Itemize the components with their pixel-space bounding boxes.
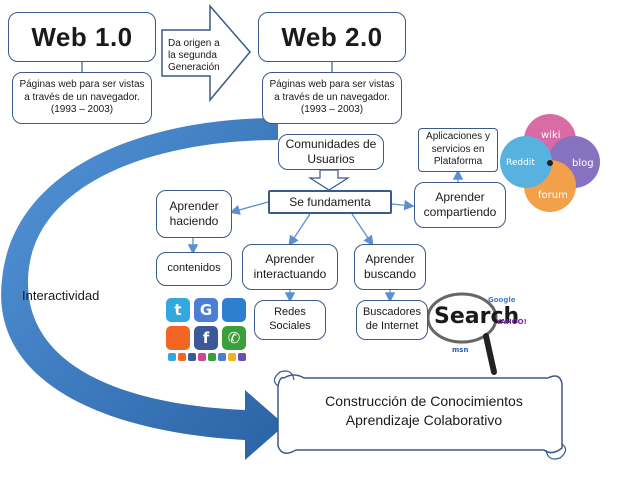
web1-title-box: Web 1.0: [8, 12, 156, 62]
venn-label-wiki: wiki: [541, 130, 561, 141]
mini-icon-1: [168, 353, 176, 361]
venn-label-blog: blog: [572, 158, 594, 169]
connector-compartiendo: [391, 200, 415, 211]
mini-icon-4: [198, 353, 206, 361]
contenidos-box: contenidos: [156, 252, 232, 286]
rss-icon: [166, 326, 190, 350]
twitter-icon: t: [166, 298, 190, 322]
down-arrow: [307, 169, 351, 191]
interactividad-arrow: [1, 118, 285, 460]
mini-icon-2: [178, 353, 186, 361]
mini-icon-6: [218, 353, 226, 361]
venn-label-reddit: Reddit: [506, 158, 535, 168]
mini-icon-7: [228, 353, 236, 361]
venn-reddit: [500, 136, 552, 188]
aprender-compartiendo-box: Aprender compartiendo: [414, 182, 506, 228]
web1-description-box: Páginas web para ser vistas a través de …: [12, 72, 152, 124]
brand-yahoo: YAHOO!: [496, 318, 527, 326]
buscadores-box: Buscadores de Internet: [356, 300, 428, 340]
web2-title-box: Web 2.0: [258, 12, 406, 62]
connector-interactuando: [288, 213, 311, 247]
search-logo-text: Search: [434, 304, 520, 329]
delicious-icon: [222, 298, 246, 322]
connector-buscando: [351, 213, 374, 247]
aplicaciones-box: Aplicaciones y servicios en Plataforma: [418, 128, 498, 172]
venn-label-forum: forum: [538, 190, 568, 201]
transition-arrow: [161, 3, 251, 103]
facebook-icon: f: [194, 326, 218, 350]
mini-icon-3: [188, 353, 196, 361]
redes-sociales-box: Redes Sociales: [254, 300, 326, 340]
magnifier-icon: [426, 292, 498, 375]
interactividad-label: Interactividad: [22, 288, 100, 303]
mini-icon-8: [238, 353, 246, 361]
mini-icon-5: [208, 353, 216, 361]
aprender-buscando-box: Aprender buscando: [354, 244, 426, 290]
resultado-line2: Aprendizaje Colaborativo: [345, 411, 503, 428]
brand-google: Google: [488, 296, 516, 304]
aprender-haciendo-box: Aprender haciendo: [156, 190, 232, 238]
connector-haciendo: [229, 201, 269, 215]
chat-icon: ✆: [222, 326, 246, 350]
resultado-line1: Construcción de Conocimientos: [325, 393, 523, 409]
resultado-text: Construcción de Conocimientos Aprendizaj…: [300, 392, 548, 430]
comunidades-box: Comunidades de Usuarios: [278, 134, 384, 170]
venn-diagram: [500, 114, 600, 212]
brand-msn: msn: [452, 346, 469, 354]
aprender-interactuando-box: Aprender interactuando: [242, 244, 338, 290]
web2-description-box: Páginas web para ser vistas a través de …: [262, 72, 402, 124]
transition-label: Da origen a la segunda Generación: [168, 38, 220, 73]
google-icon: G: [194, 298, 218, 322]
fundamenta-box: Se fundamenta: [268, 190, 392, 214]
